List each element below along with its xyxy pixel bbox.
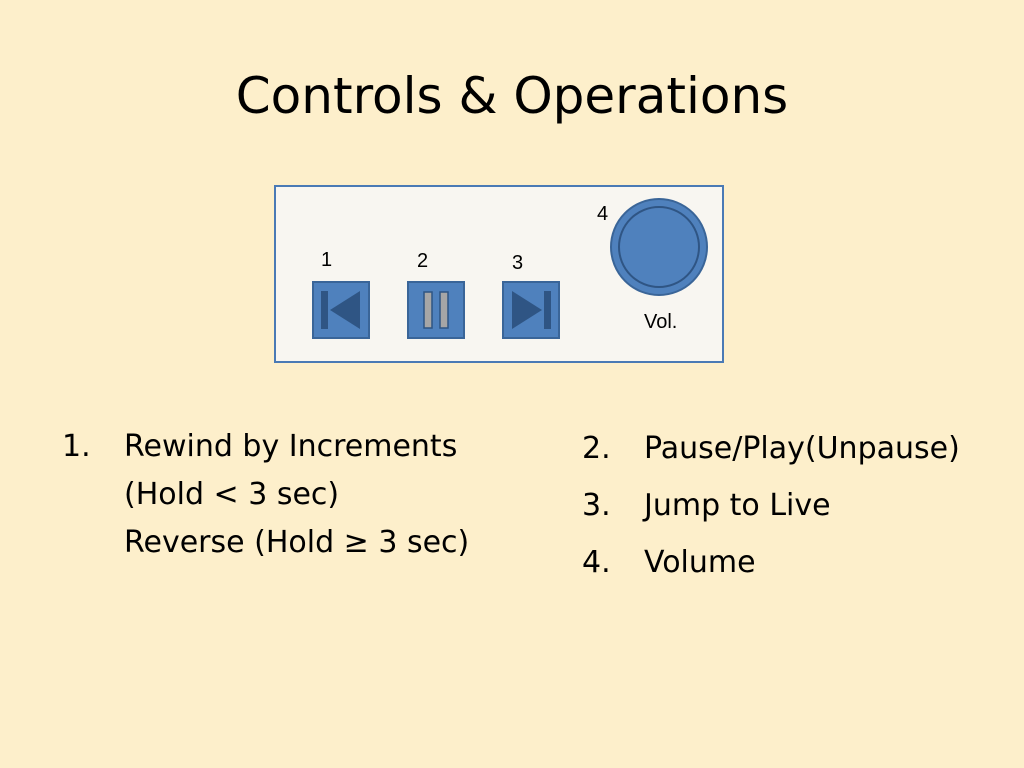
operation-number: 3. <box>582 488 611 523</box>
operation-text: Rewind by Increments <box>124 429 458 464</box>
control-panel: 1 2 3 4 Vol. <box>274 185 724 363</box>
rewind-button[interactable] <box>312 281 370 339</box>
skip-forward-icon <box>512 291 551 329</box>
operation-number: 4. <box>582 545 611 580</box>
jump-live-button-number: 3 <box>512 252 524 274</box>
operation-text: Pause/Play(Unpause) <box>644 431 960 466</box>
volume-knob-ring <box>618 206 700 288</box>
skip-back-icon <box>321 291 360 329</box>
pause-button-number: 2 <box>417 250 429 272</box>
pause-icon <box>423 291 449 329</box>
operations-list-right: 2. Pause/Play(Unpause) 3. Jump to Live 4… <box>582 420 1012 591</box>
slide-title: Controls & Operations <box>235 67 789 125</box>
volume-knob-number: 4 <box>597 203 609 225</box>
operation-number: 2. <box>582 431 611 466</box>
jump-live-button[interactable] <box>502 281 560 339</box>
operation-number: 1. <box>62 429 91 464</box>
operation-item-volume: 4. Volume <box>582 534 1012 591</box>
pause-button[interactable] <box>407 281 465 339</box>
rewind-button-number: 1 <box>321 249 333 271</box>
operation-item-pause: 2. Pause/Play(Unpause) <box>582 420 1012 477</box>
operation-text: Reverse (Hold ≥ 3 sec) <box>124 525 470 560</box>
operation-text: (Hold < 3 sec) <box>124 477 340 512</box>
operation-item-jump-live: 3. Jump to Live <box>582 477 1012 534</box>
operations-list-left: 1. Rewind by Increments (Hold < 3 sec) R… <box>62 423 502 567</box>
operation-text: Jump to Live <box>644 488 831 523</box>
volume-knob[interactable] <box>610 198 708 296</box>
volume-label: Vol. <box>644 311 678 333</box>
operation-item-rewind: 1. Rewind by Increments (Hold < 3 sec) R… <box>62 423 502 567</box>
operation-text: Volume <box>644 545 756 580</box>
